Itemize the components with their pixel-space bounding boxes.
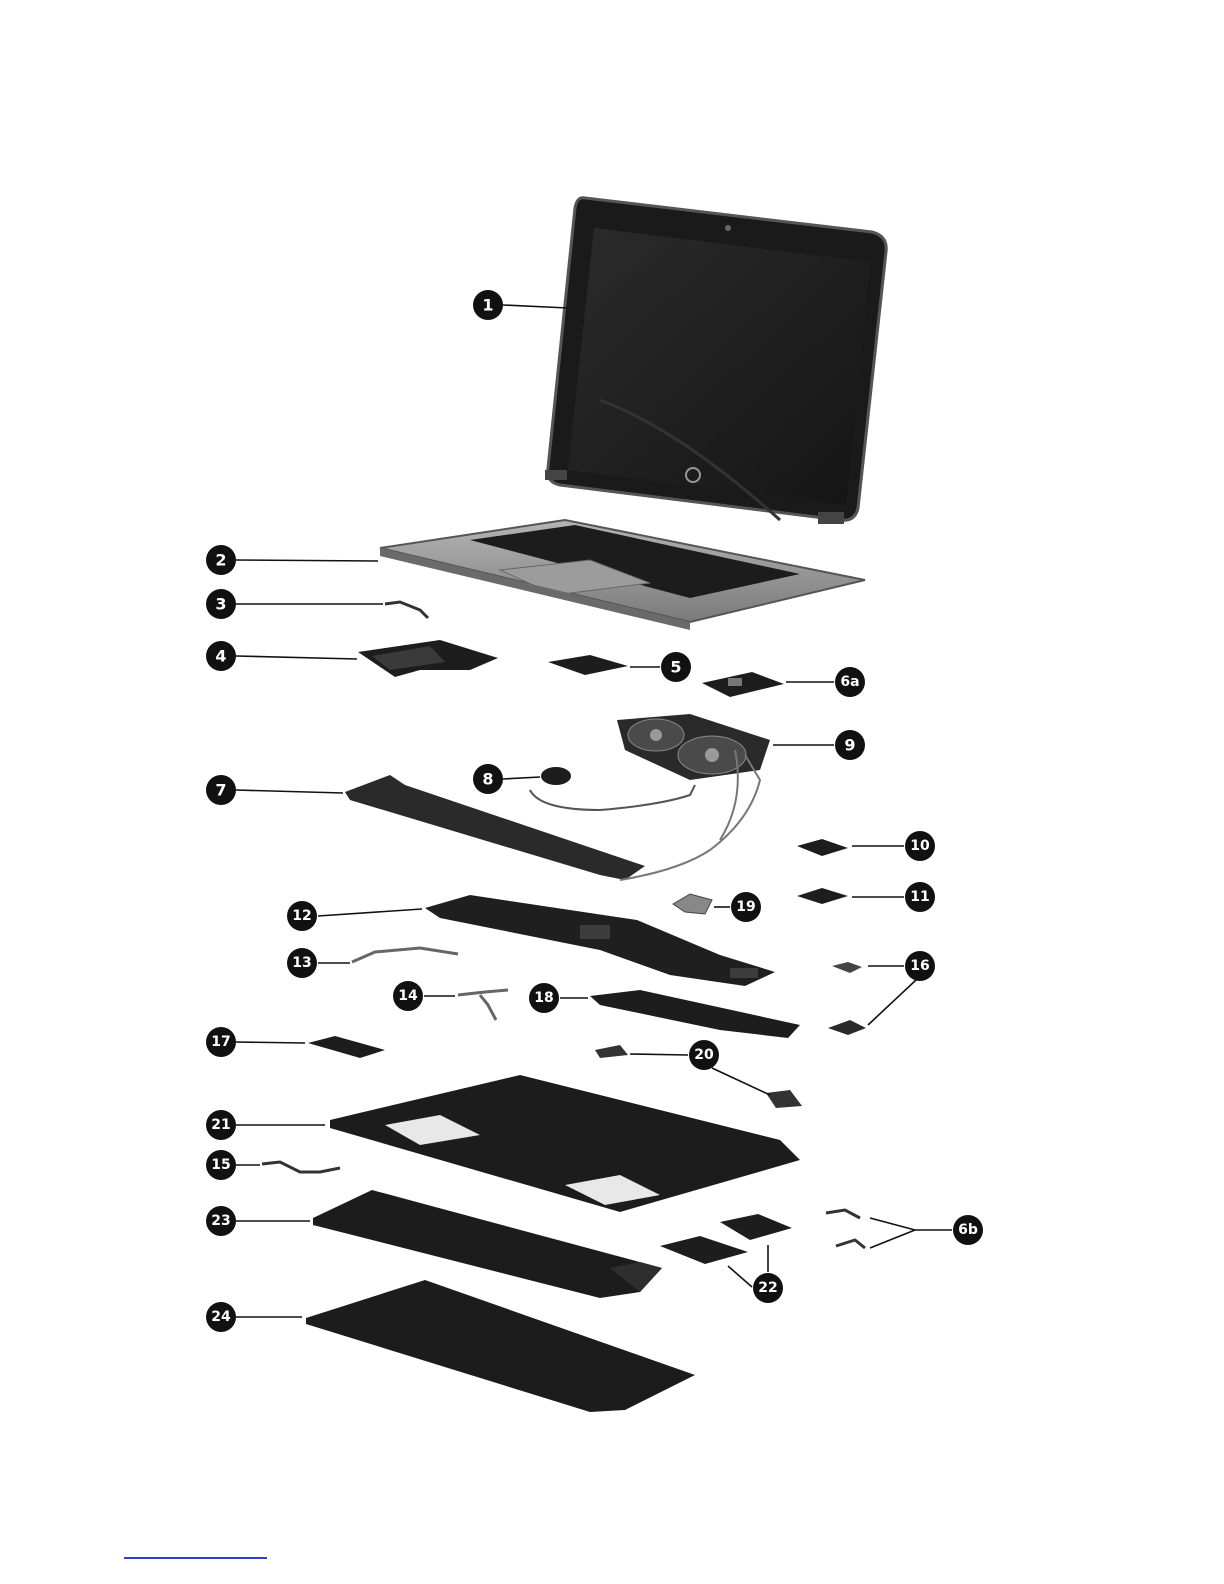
callout-9: 9 [835, 730, 865, 760]
callout-5-label: 5 [670, 658, 681, 677]
callout-6a: 6a [835, 667, 865, 697]
callout-18-label: 18 [534, 990, 553, 1006]
callout-4: 4 [206, 641, 236, 671]
module-part-11 [797, 888, 848, 904]
callout-14: 14 [393, 981, 423, 1011]
callout-13-label: 13 [292, 955, 311, 971]
callout-2: 2 [206, 545, 236, 575]
connector-board-part-6a [702, 672, 784, 697]
callout-11: 11 [905, 882, 935, 912]
callout-23: 23 [206, 1206, 236, 1236]
callout-20: 20 [689, 1040, 719, 1070]
callout-4-label: 4 [215, 647, 226, 666]
callout-21-label: 21 [211, 1117, 230, 1133]
memory-module-part-17 [308, 1036, 385, 1058]
callout-16: 16 [905, 951, 935, 981]
callout-16-label: 16 [910, 958, 929, 974]
callout-8-label: 8 [482, 770, 493, 789]
callout-24: 24 [206, 1302, 236, 1332]
antenna-part-6b [826, 1210, 865, 1248]
callout-10: 10 [905, 831, 935, 861]
callout-17-label: 17 [211, 1034, 230, 1050]
callout-11-label: 11 [910, 889, 929, 905]
callout-5: 5 [661, 652, 691, 682]
callout-9-label: 9 [844, 736, 855, 755]
callout-6b-label: 6b [958, 1222, 978, 1238]
cable-part-3 [385, 602, 428, 618]
base-enclosure-part-21 [330, 1075, 800, 1212]
callout-19-label: 19 [736, 899, 755, 915]
callout-6b: 6b [953, 1215, 983, 1245]
callout-15-label: 15 [211, 1157, 230, 1173]
board-part-4 [358, 640, 498, 677]
callout-12-label: 12 [292, 908, 311, 924]
callout-22-label: 22 [758, 1280, 777, 1296]
callout-6a-label: 6a [840, 674, 859, 690]
callout-3-label: 3 [215, 595, 226, 614]
callout-22: 22 [753, 1273, 783, 1303]
drive-modules-part-22 [660, 1214, 792, 1264]
module-part-10 [797, 839, 848, 856]
callout-20-label: 20 [694, 1047, 714, 1063]
callout-23-label: 23 [211, 1213, 230, 1229]
top-cover-keyboard-part [380, 520, 865, 630]
callout-10-label: 10 [910, 838, 930, 854]
callout-3: 3 [206, 589, 236, 619]
callout-14-label: 14 [398, 988, 418, 1004]
cable-part-13 [352, 948, 458, 962]
callout-18: 18 [529, 983, 559, 1013]
cable-part-14 [458, 990, 508, 1020]
system-board-part-12 [425, 895, 775, 986]
callout-12: 12 [287, 901, 317, 931]
callout-2-label: 2 [215, 551, 226, 570]
callout-1-label: 1 [482, 296, 493, 315]
bottom-cover-part-24 [306, 1280, 695, 1412]
fan-assembly-part-9 [617, 714, 770, 780]
callout-7-label: 7 [215, 781, 226, 800]
cable-part-15 [262, 1162, 340, 1172]
callout-13: 13 [287, 948, 317, 978]
callout-15: 15 [206, 1150, 236, 1180]
callout-24-label: 24 [211, 1309, 231, 1325]
callout-17: 17 [206, 1027, 236, 1057]
callout-1: 1 [473, 290, 503, 320]
heat-sink-part-18 [590, 990, 800, 1038]
speaker-part-8 [530, 767, 695, 810]
shield-part-19 [673, 894, 712, 914]
board-part-5 [548, 655, 628, 675]
callout-7: 7 [206, 775, 236, 805]
footnote-rule [124, 1557, 267, 1559]
callout-19: 19 [731, 892, 761, 922]
callout-21: 21 [206, 1110, 236, 1140]
callout-8: 8 [473, 764, 503, 794]
connector-part-16 [828, 962, 866, 1035]
display-assembly-part [545, 198, 886, 524]
